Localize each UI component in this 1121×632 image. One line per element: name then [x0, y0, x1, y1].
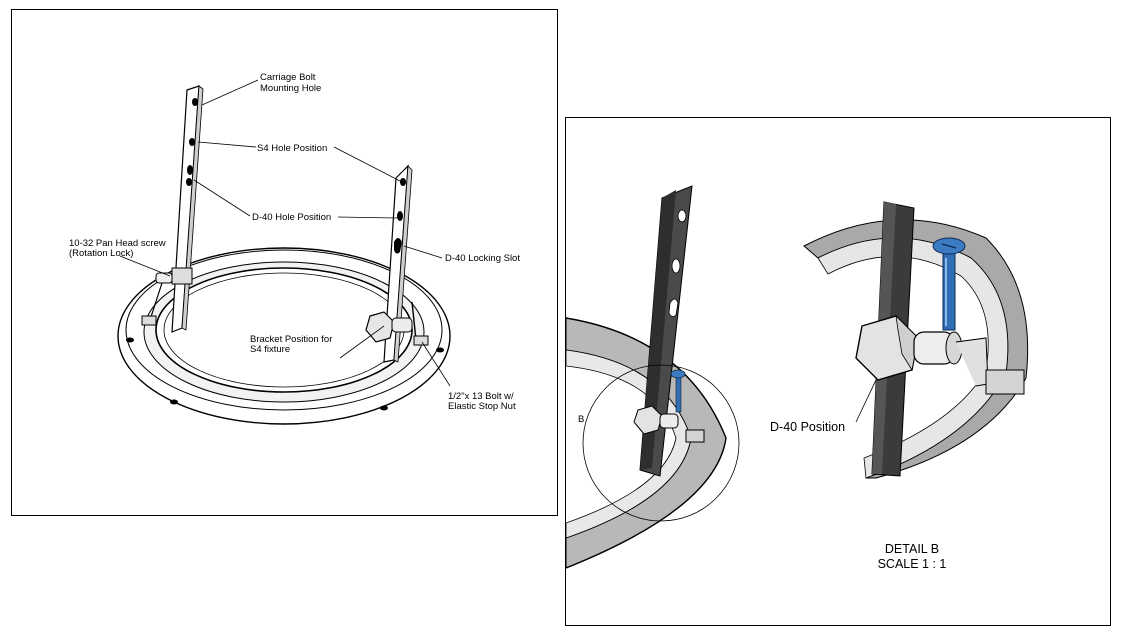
d40-hole-label: D-40 Hole Position: [252, 212, 331, 223]
bolt-nut-label: 1/2"x 13 Bolt w/ Elastic Stop Nut: [448, 391, 516, 412]
d40-slot-label: D-40 Locking Slot: [445, 253, 520, 264]
callout-leaders: [119, 79, 451, 387]
detail-scale: SCALE 1 : 1: [878, 557, 947, 571]
detail-drawing: B D-40 Position DETAI: [566, 185, 1036, 571]
assembly-drawing-panel: Carriage Bolt Mounting Hole S4 Hole Posi…: [11, 9, 558, 516]
bracket-position-label: Bracket Position for S4 fixture: [250, 334, 335, 355]
flange-ring: [117, 247, 451, 425]
pan-head-screw-label: 10-32 Pan Head screw (Rotation Lock): [69, 238, 168, 259]
detail-title: DETAIL B: [885, 542, 939, 556]
carriage-bolt-label: Carriage Bolt Mounting Hole: [260, 72, 321, 94]
left-bracket-strap: [141, 85, 204, 333]
d40-position-label: D-40 Position: [770, 420, 845, 434]
detail-drawing-panel: B D-40 Position DETAI: [565, 117, 1111, 626]
assembly-drawing: Carriage Bolt Mounting Hole S4 Hole Posi…: [69, 72, 520, 425]
detail-circle: [582, 364, 740, 522]
section-letter: B: [578, 414, 584, 425]
enlarged-detail: [803, 201, 1036, 479]
right-bracket-strap: [365, 164, 429, 363]
screw-icon: [942, 249, 956, 331]
s4-hole-label: S4 Hole Position: [257, 143, 327, 154]
detail-small-strap: [633, 185, 705, 477]
